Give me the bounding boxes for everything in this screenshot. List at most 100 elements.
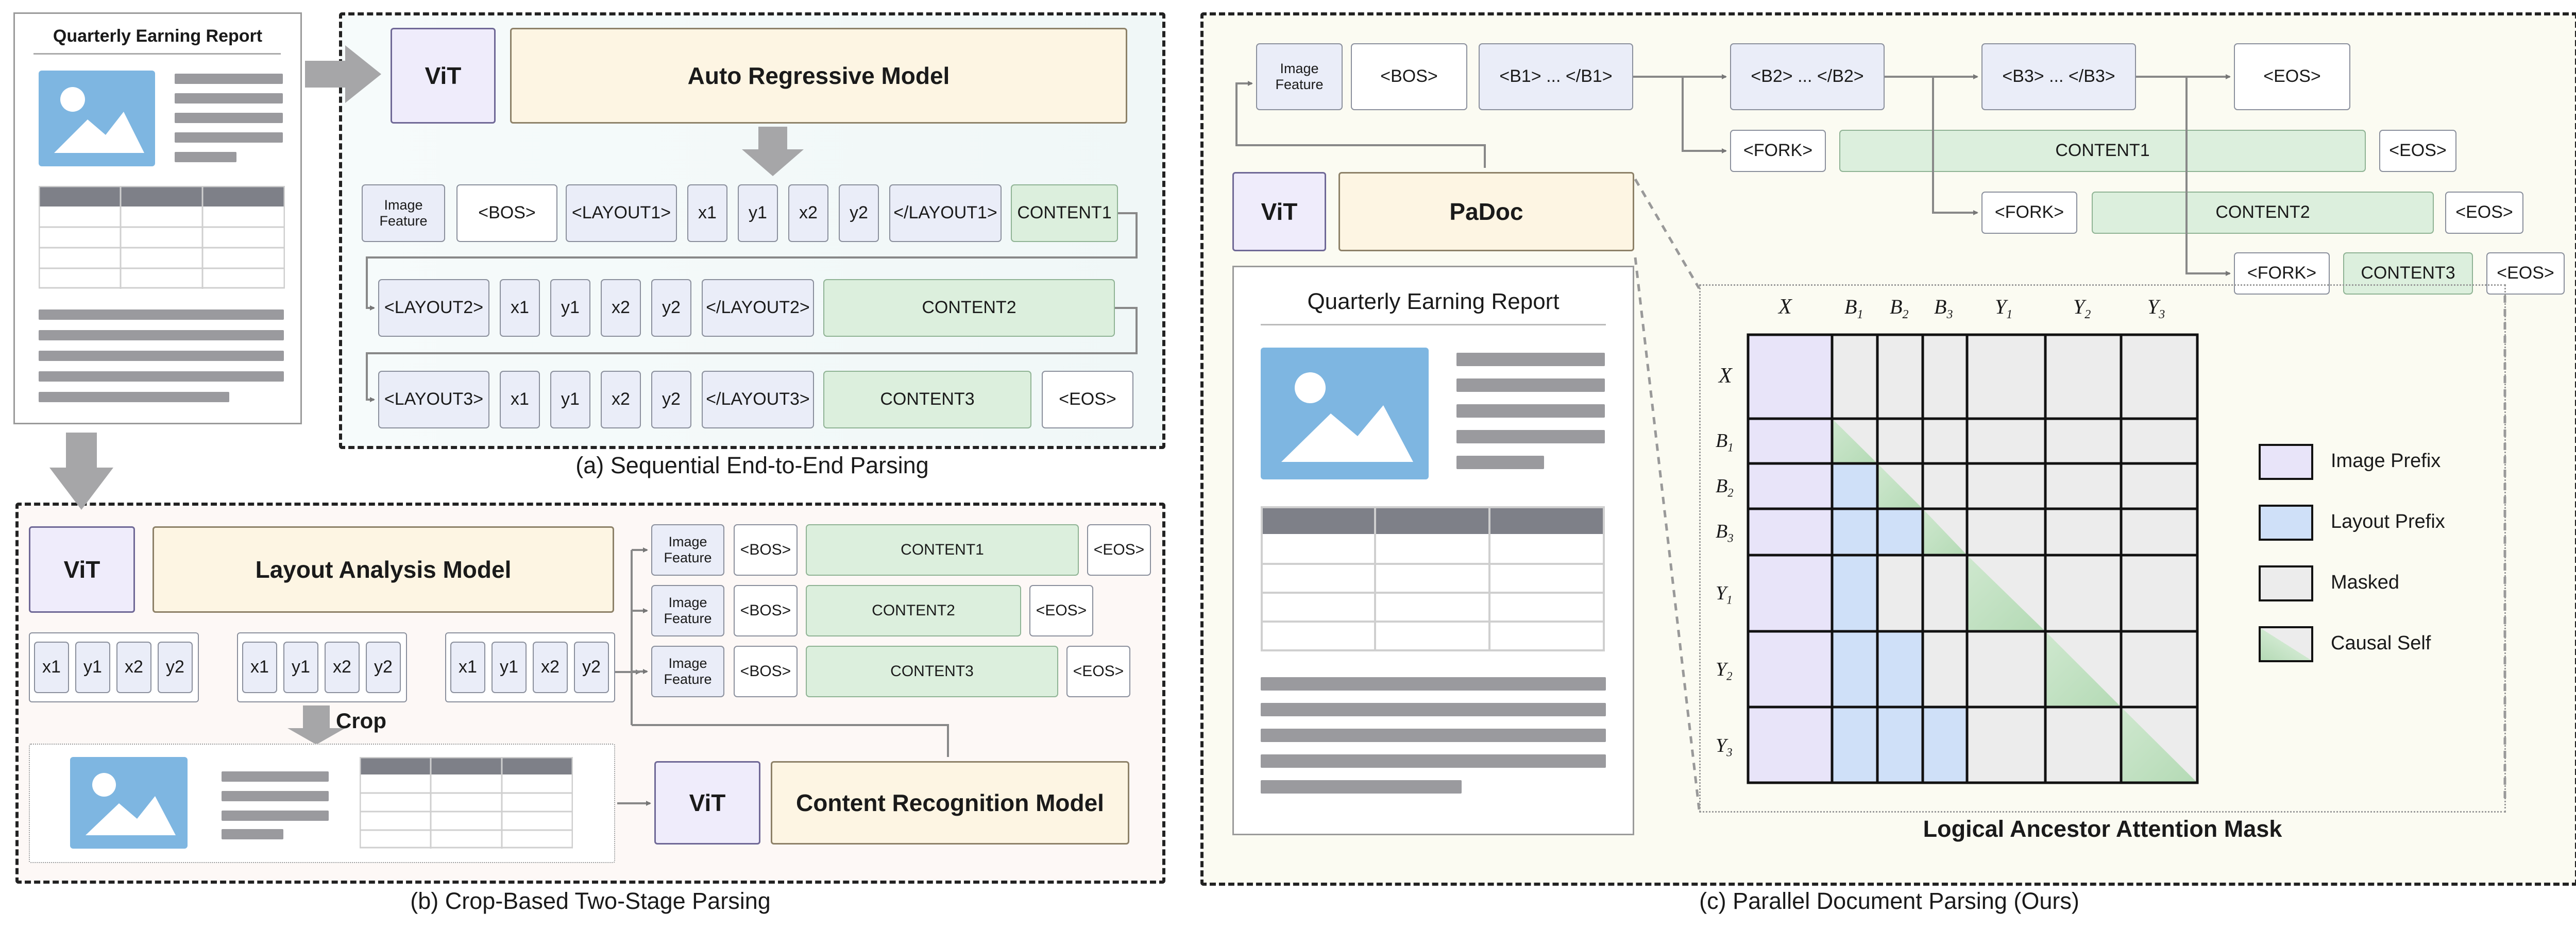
coord-x1-token: x1 — [34, 642, 69, 693]
coord-y1-token: y1 — [550, 371, 590, 428]
coord-y1-token: y1 — [550, 279, 590, 337]
mask-row-header: Y3 — [1716, 735, 1733, 759]
bos-token: <BOS> — [734, 524, 798, 576]
coord-y1-token: y1 — [492, 642, 527, 693]
input-document-title: Quarterly Earning Report — [53, 26, 263, 46]
table-icon — [360, 757, 573, 849]
mask-title: Logical Ancestor Attention Mask — [1923, 816, 2282, 842]
coord-y2-token: y2 — [158, 642, 193, 693]
layout2-open-token: <LAYOUT2> — [378, 279, 489, 337]
layout1-open-token: <LAYOUT1> — [566, 184, 677, 242]
panel-c-border — [1200, 12, 2576, 886]
legend-swatch-masked — [2259, 565, 2313, 601]
coord-y2-token: y2 — [651, 371, 691, 428]
text-line — [175, 152, 236, 162]
text-line — [1456, 353, 1605, 366]
image-feature-token: Image Feature — [651, 585, 724, 636]
coord-y2-token: y2 — [839, 184, 879, 242]
title-underline — [33, 53, 281, 55]
block2-token: <B2> ... </B2> — [1730, 43, 1885, 110]
coord-x2-token: x2 — [601, 371, 641, 428]
picture-icon — [39, 71, 155, 166]
cropped-regions-box — [29, 744, 615, 863]
panel-a-caption: (a) Sequential End-to-End Parsing — [575, 452, 929, 478]
mask-col-header: X — [1778, 295, 1792, 319]
coord-x2-token: x2 — [788, 184, 828, 242]
text-line — [222, 829, 283, 839]
coord-x1-token: x1 — [687, 184, 727, 242]
title-underline — [1261, 324, 1606, 325]
text-line — [1261, 729, 1606, 742]
legend-label-layout-prefix: Layout Prefix — [2331, 511, 2445, 532]
text-line — [39, 392, 229, 402]
table-icon — [39, 186, 285, 289]
content2-token: CONTENT2 — [2092, 192, 2434, 234]
text-line — [175, 93, 283, 104]
text-line — [1456, 378, 1605, 392]
vit-box-c: ViT — [1232, 172, 1326, 251]
legend-swatch-image-prefix — [2259, 444, 2313, 480]
mask-row-header: Y1 — [1716, 582, 1733, 607]
bos-token: <BOS> — [734, 646, 798, 697]
coord-y1-token: y1 — [738, 184, 778, 242]
panel-b-border — [15, 503, 1165, 884]
vit-box-b2: ViT — [654, 761, 760, 845]
content2-token: CONTENT2 — [823, 279, 1115, 337]
mask-col-header: Y2 — [2073, 295, 2091, 321]
eos-token: <EOS> — [2379, 130, 2456, 172]
vit-box-b: ViT — [29, 526, 135, 613]
eos-token: <EOS> — [1029, 585, 1093, 636]
table-icon — [1261, 506, 1605, 651]
legend-label-causal-self: Causal Self — [2331, 632, 2431, 654]
coord-x2-token: x2 — [325, 642, 360, 693]
content2-token: CONTENT2 — [806, 585, 1021, 636]
mask-col-header: Y1 — [1995, 295, 2013, 321]
text-line — [1456, 456, 1544, 469]
image-feature-token: Image Feature — [651, 524, 724, 576]
legend-label-image-prefix: Image Prefix — [2331, 450, 2441, 472]
content1-token: CONTENT1 — [1839, 130, 2366, 172]
padoc-document-title: Quarterly Earning Report — [1307, 289, 1560, 314]
content1-token: CONTENT1 — [1011, 184, 1118, 242]
text-line — [39, 351, 284, 361]
eos-token: <EOS> — [2234, 43, 2350, 110]
text-line — [1261, 780, 1462, 794]
mask-region-box — [1699, 284, 2506, 813]
bos-token: <BOS> — [456, 184, 557, 242]
coord-y1-token: y1 — [283, 642, 318, 693]
mask-row-header: B2 — [1716, 475, 1734, 500]
content-recognition-model-box: Content Recognition Model — [771, 761, 1129, 845]
text-line — [39, 330, 284, 340]
autoregressive-model-box: Auto Regressive Model — [510, 28, 1127, 124]
image-feature-token: Image Feature — [362, 184, 445, 242]
crop-label: Crop — [336, 709, 386, 733]
image-feature-token: Image Feature — [651, 646, 724, 697]
mask-row-header: B3 — [1716, 521, 1734, 545]
panel-b-caption: (b) Crop-Based Two-Stage Parsing — [410, 888, 771, 914]
eos-token: <EOS> — [1066, 646, 1130, 697]
layout1-close-token: </LAYOUT1> — [889, 184, 1002, 242]
content1-token: CONTENT1 — [806, 524, 1079, 576]
text-line — [39, 309, 284, 320]
text-line — [1261, 677, 1606, 691]
padoc-model-box: PaDoc — [1338, 172, 1634, 251]
picture-icon — [70, 757, 188, 849]
eos-token: <EOS> — [2445, 192, 2523, 234]
coord-x1-token: x1 — [450, 642, 485, 693]
fork-token-2: <FORK> — [1981, 192, 2077, 234]
eos-token: <EOS> — [1087, 524, 1151, 576]
text-line — [1261, 703, 1606, 716]
mask-row-header: Y2 — [1716, 659, 1733, 683]
layout-analysis-model-box: Layout Analysis Model — [152, 526, 614, 613]
legend-swatch-causal-self — [2259, 626, 2313, 662]
text-line — [222, 791, 329, 801]
legend-swatch-layout-prefix — [2259, 505, 2313, 541]
text-line — [39, 371, 284, 382]
block3-token: <B3> ... </B3> — [1981, 43, 2136, 110]
text-line — [1456, 404, 1605, 418]
layout3-close-token: </LAYOUT3> — [702, 371, 814, 428]
coord-y2-token: y2 — [574, 642, 609, 693]
text-line — [175, 132, 283, 143]
